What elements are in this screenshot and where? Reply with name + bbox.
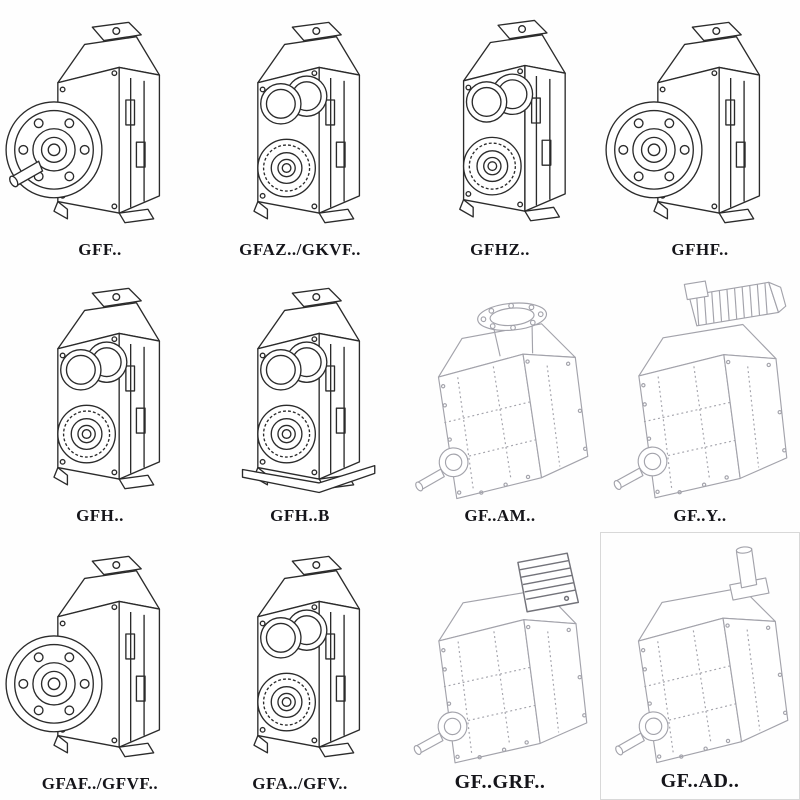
product-cell-gfh-b: GFH..B xyxy=(200,266,400,532)
gearbox-drawing-gfh xyxy=(53,287,161,490)
product-label: GFHZ.. xyxy=(470,240,530,259)
product-cell-gfhz: GFHZ.. xyxy=(400,0,600,266)
gearbox-drawing-gf-ad xyxy=(602,544,792,767)
gearbox-housing xyxy=(53,287,161,490)
output-flange xyxy=(605,101,703,199)
gearbox-drawing-gf-grf xyxy=(402,551,590,767)
product-label: GFF.. xyxy=(78,240,122,259)
gearbox-drawing-gf-am xyxy=(402,299,592,503)
gearbox-drawing-gfaz xyxy=(253,21,361,224)
gearbox-housing-light xyxy=(402,586,590,767)
vertical-input-shaft xyxy=(725,544,770,601)
motor-with-fins xyxy=(683,274,788,328)
finned-cover-box xyxy=(516,551,580,613)
gearbox-drawing-gfaf xyxy=(5,555,161,758)
gearbox-housing-light xyxy=(402,320,592,503)
product-cell-gf-grf: GF..GRF.. xyxy=(400,532,600,800)
output-flange xyxy=(5,635,103,733)
gearbox-housing xyxy=(253,21,361,224)
gearbox-housing xyxy=(253,555,361,758)
product-label: GF..Y.. xyxy=(673,506,727,525)
product-label: GFAF../GFVF.. xyxy=(41,774,159,793)
gearbox-drawing-gfhf xyxy=(605,21,761,224)
gearbox-housing-light xyxy=(602,584,792,767)
product-label: GFH..B xyxy=(270,506,330,525)
product-label: GFH.. xyxy=(76,506,124,525)
gearbox-housing xyxy=(253,287,361,490)
product-label: GF..GRF.. xyxy=(454,771,546,793)
product-cell-gf-y: GF..Y.. xyxy=(600,266,800,532)
product-label: GF..AM.. xyxy=(464,506,536,525)
gearbox-drawing-gfhz xyxy=(459,19,566,222)
product-cell-gf-ad: GF..AD.. xyxy=(600,532,800,800)
product-cell-gfh: GFH.. xyxy=(0,266,200,532)
gearbox-drawing-gff xyxy=(5,21,161,224)
product-cell-gfaf-gfvf: GFAF../GFVF.. xyxy=(0,532,200,800)
product-cell-gfhf: GFHF.. xyxy=(600,0,800,266)
product-cell-gff: GFF.. xyxy=(0,0,200,266)
gearbox-housing xyxy=(459,19,566,222)
product-label: GFHF.. xyxy=(671,240,729,259)
gearbox-drawing-gfh-b xyxy=(241,287,376,494)
product-cell-gfa-gfv: GFA../GFV.. xyxy=(200,532,400,800)
product-label: GFAZ../GKVF.. xyxy=(239,240,361,259)
gearbox-housing-light xyxy=(602,321,790,502)
gearbox-drawing-gfa xyxy=(253,555,361,758)
gearbox-drawing-gf-y xyxy=(602,274,790,502)
product-label: GFA../GFV.. xyxy=(252,774,348,793)
product-cell-gf-am: GF..AM.. xyxy=(400,266,600,532)
product-label: GF..AD.. xyxy=(660,770,740,792)
product-cell-gfaz-gkvf: GFAZ../GKVF.. xyxy=(200,0,400,266)
